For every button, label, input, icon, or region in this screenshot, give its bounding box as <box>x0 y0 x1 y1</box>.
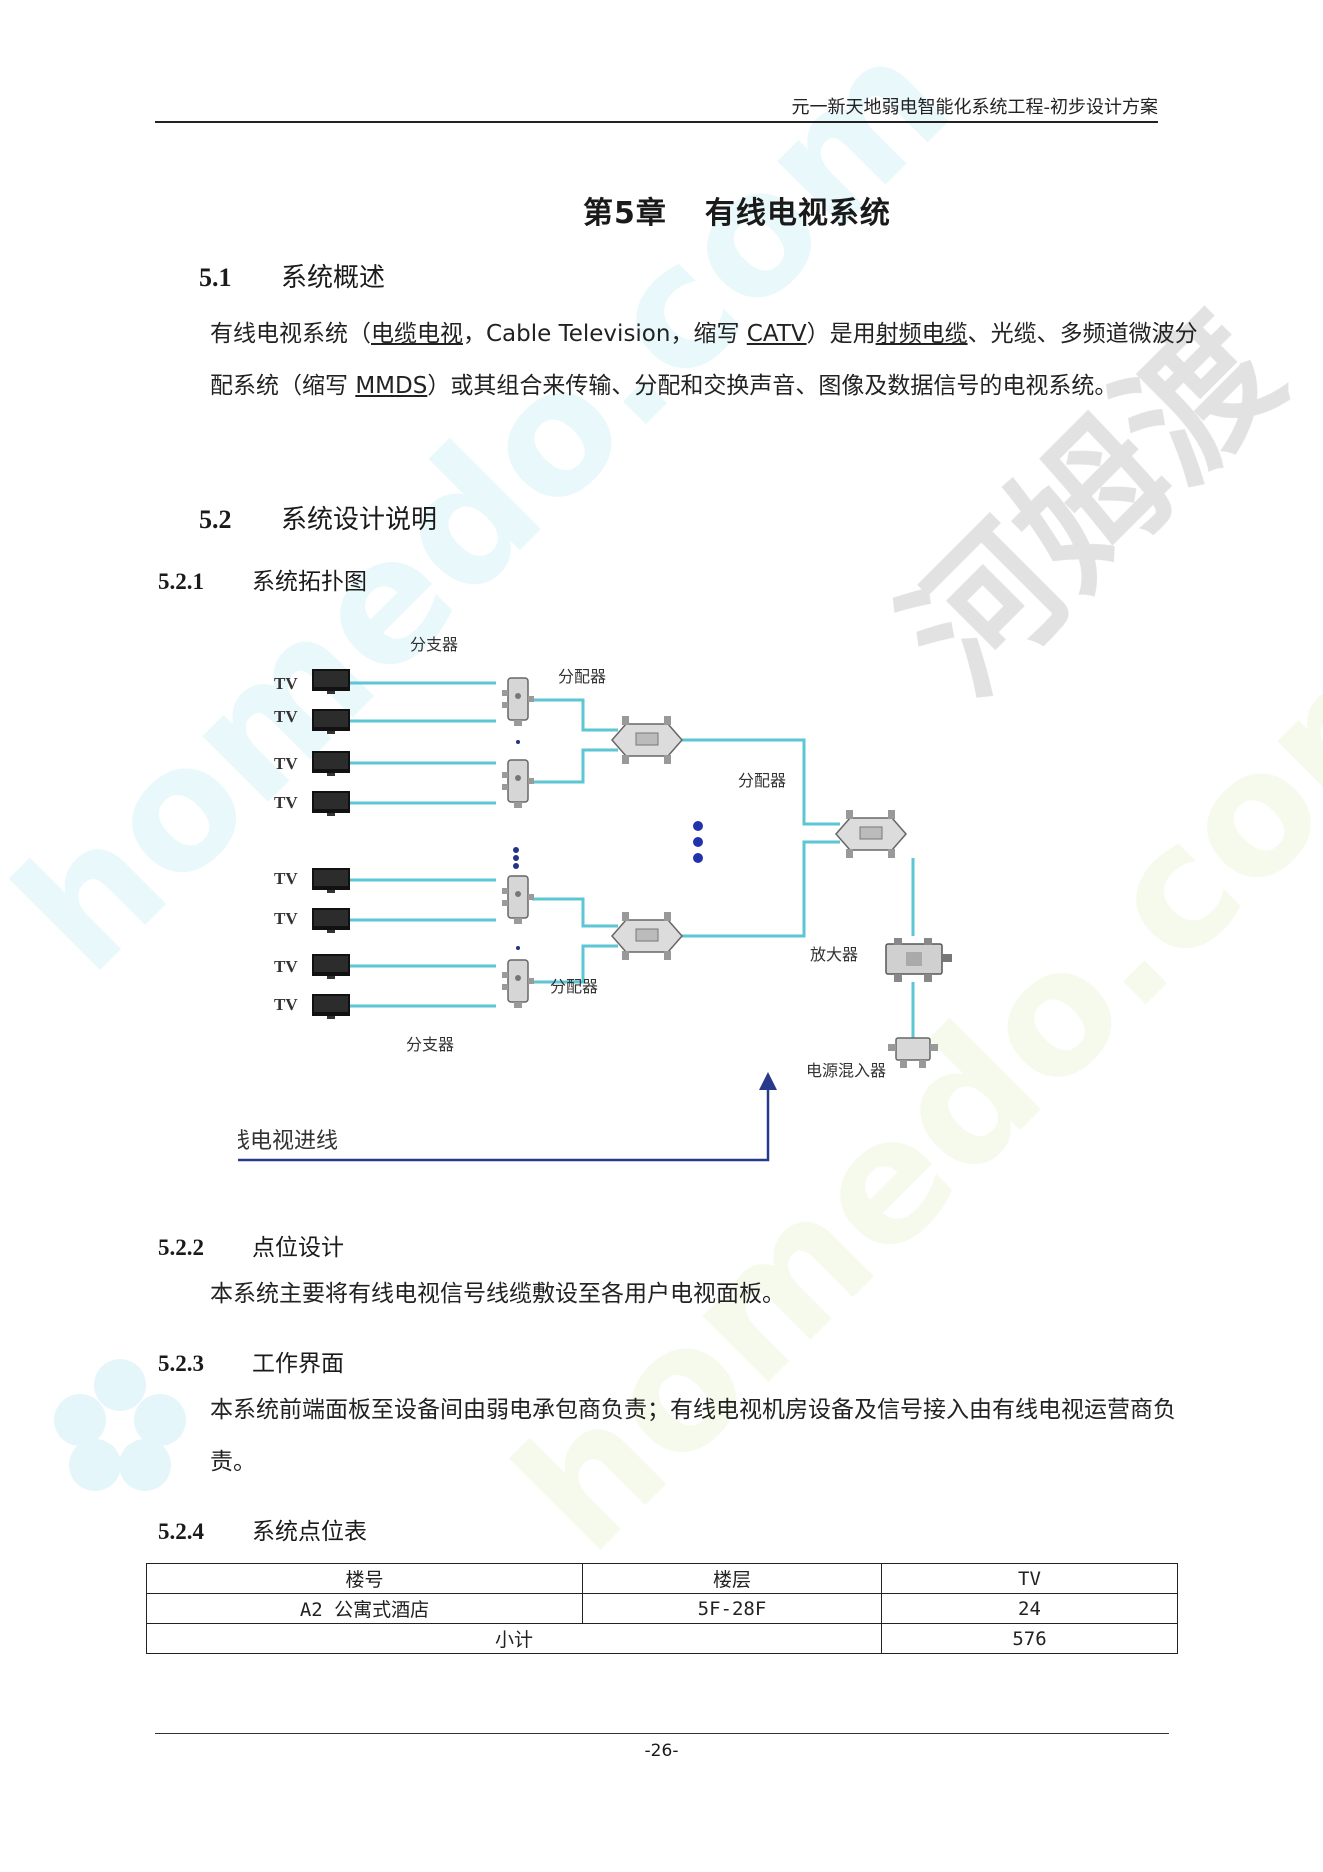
tv-label: TV <box>274 754 298 773</box>
tv-label: TV <box>274 995 298 1014</box>
point-design-paragraph: 本系统主要将有线电视信号线缆敷设至各用户电视面板。 <box>210 1281 785 1307</box>
tv-set-icons <box>312 669 350 1019</box>
running-header: 元一新天地弱电智能化系统工程-初步设计方案 <box>791 97 1159 118</box>
tap-label-top: 分支器 <box>410 635 458 654</box>
power-inserter-icon <box>888 1037 938 1068</box>
splitter-label: 分配器 <box>738 771 786 790</box>
table-row: A2 公寓式酒店 5F-28F 24 <box>146 1593 1178 1624</box>
splitter-label: 分配器 <box>550 977 598 996</box>
section-title: 系统概述 <box>281 263 386 293</box>
subtotal-label: 小计 <box>146 1623 882 1654</box>
table-header-cell: 楼层 <box>582 1563 882 1594</box>
subtotal-value: 576 <box>881 1623 1178 1654</box>
link-rf-cable[interactable]: 射频电缆 <box>875 321 968 347</box>
tap-dots <box>513 740 520 950</box>
table-header-row: 楼号 楼层 TV <box>146 1563 1178 1594</box>
section-heading-5-2-4: 5.2.4 系统点位表 <box>158 1512 367 1546</box>
overview-text-2: ，Cable Television，缩写 <box>463 321 747 347</box>
section-title: 工作界面 <box>252 1351 344 1377</box>
table-cell: 5F-28F <box>582 1593 882 1624</box>
link-cable-tv[interactable]: 电缆电视 <box>371 321 463 347</box>
section-heading-5-2: 5.2 系统设计说明 <box>199 499 437 536</box>
arrow-up-icon <box>759 1072 777 1090</box>
link-catv[interactable]: CATV <box>746 321 807 347</box>
section-title: 系统点位表 <box>252 1519 367 1545</box>
section-number: 5.2.1 <box>158 569 204 594</box>
overview-text-4: 、光缆、多频道微波分配系统（缩写 <box>210 321 1198 399</box>
amplifier-icon <box>885 937 953 983</box>
table-subtotal-row: 小计 576 <box>146 1623 1178 1654</box>
splitter-icons <box>611 715 907 961</box>
section-number: 5.2.3 <box>158 1351 204 1376</box>
link-mmds[interactable]: MMDS <box>355 373 428 399</box>
section-heading-5-2-3: 5.2.3 工作界面 <box>158 1344 344 1378</box>
tv-label: TV <box>274 909 298 928</box>
tv-label: TV <box>274 793 298 812</box>
section-number: 5.2.4 <box>158 1519 204 1544</box>
section-title: 系统拓扑图 <box>252 569 367 595</box>
section-title: 系统设计说明 <box>281 505 438 535</box>
table-header-cell: 楼号 <box>146 1563 583 1594</box>
tv-link-cables <box>350 681 915 1038</box>
topology-diagram: TV TV TV TV TV TV TV TV <box>238 635 953 1162</box>
section-title: 点位设计 <box>252 1235 344 1261</box>
section-number: 5.2.2 <box>158 1235 204 1260</box>
chapter-number: 第5章 <box>583 196 667 231</box>
tv-label: TV <box>274 674 298 693</box>
tv-label: TV <box>274 957 298 976</box>
table-cell: A2 公寓式酒店 <box>146 1593 583 1624</box>
cable-in-line <box>238 1080 770 1162</box>
tv-group: TV TV TV TV TV TV TV TV <box>274 674 298 1014</box>
power-inserter-label: 电源混入器 <box>806 1061 886 1080</box>
splitter-dots <box>693 821 703 863</box>
chapter-name: 有线电视系统 <box>704 196 891 231</box>
section-number: 5.1 <box>199 263 232 292</box>
header-rule <box>155 121 1158 123</box>
tap-icons <box>501 677 535 1009</box>
page-number: -26- <box>644 1741 679 1761</box>
table-header-cell: TV <box>881 1563 1178 1594</box>
section-heading-5-1: 5.1 系统概述 <box>199 257 385 294</box>
section-number: 5.2 <box>199 505 232 534</box>
point-table: 楼号 楼层 TV A2 公寓式酒店 5F-28F 24 小计 576 <box>146 1563 1178 1654</box>
footer-rule <box>155 1733 1169 1734</box>
overview-text-5: ）或其组合来传输、分配和交换声音、图像及数据信号的电视系统。 <box>427 373 1118 399</box>
section-heading-5-2-2: 5.2.2 点位设计 <box>158 1228 344 1262</box>
work-interface-paragraph: 本系统前端面板至设备间由弱电承包商负责；有线电视机房设备及信号接入由有线电视运营… <box>210 1397 1176 1475</box>
overview-text-3: ）是用 <box>806 321 876 347</box>
overview-paragraph: 有线电视系统（电缆电视，Cable Television，缩写 CATV）是用射… <box>158 308 1220 412</box>
section-heading-5-2-1: 5.2.1 系统拓扑图 <box>158 562 367 596</box>
tap-label-bottom: 分支器 <box>406 1035 454 1054</box>
tv-label: TV <box>274 707 298 726</box>
amplifier-label: 放大器 <box>810 945 858 964</box>
tv-label: TV <box>274 869 298 888</box>
table-cell: 24 <box>881 1593 1178 1624</box>
overview-text-1: 有线电视系统（ <box>210 321 371 347</box>
splitter-label: 分配器 <box>558 667 606 686</box>
chapter-title: 第5章 有线电视系统 <box>583 188 891 232</box>
cable-in-label: 有线电视进线 <box>238 1129 338 1154</box>
